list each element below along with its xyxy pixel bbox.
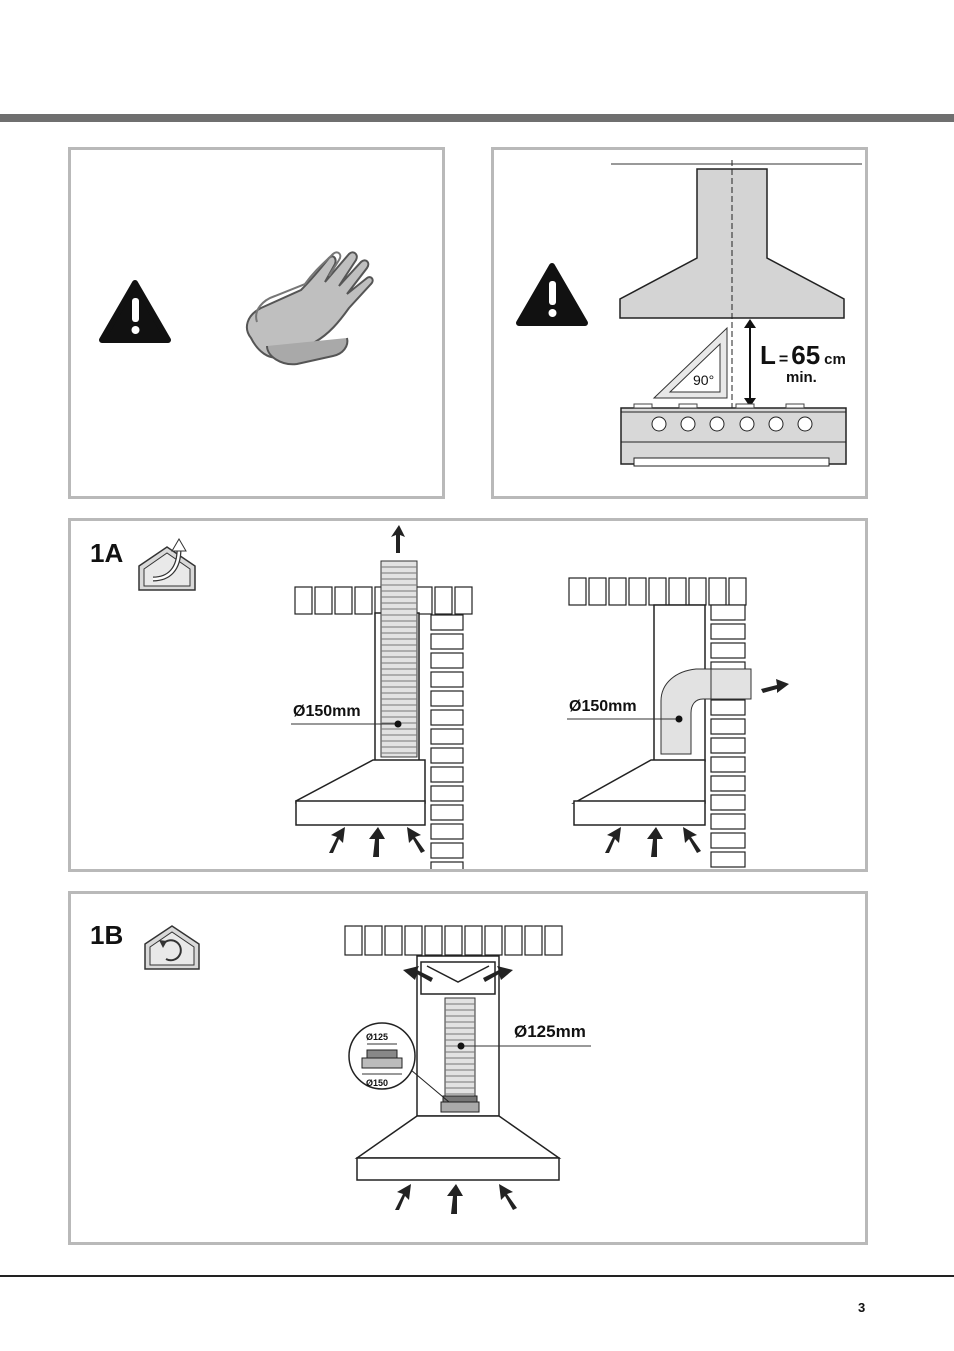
ceiling-bricks-right xyxy=(569,578,746,605)
brick xyxy=(415,587,432,614)
hood-right xyxy=(574,760,705,825)
brick xyxy=(545,926,562,955)
brick xyxy=(609,578,626,605)
brick xyxy=(709,578,726,605)
brick xyxy=(435,587,452,614)
brick xyxy=(465,926,482,955)
brick xyxy=(431,824,463,839)
brick xyxy=(445,926,462,955)
intake-arrows-right xyxy=(605,827,701,857)
wall-bricks-right xyxy=(711,605,745,867)
adapter xyxy=(441,1096,479,1112)
brick xyxy=(485,926,502,955)
brick xyxy=(711,700,745,715)
header-bar xyxy=(0,114,954,122)
brick xyxy=(295,587,312,614)
brick xyxy=(431,748,463,763)
brick xyxy=(425,926,442,955)
distance-note: min. xyxy=(786,369,817,386)
gloves-icon xyxy=(247,252,373,364)
distance-value: 65 xyxy=(791,340,820,370)
brick xyxy=(431,615,463,630)
brick xyxy=(345,926,362,955)
brick xyxy=(431,634,463,649)
brick xyxy=(505,926,522,955)
brick xyxy=(649,578,666,605)
adapter-bottom-label: Ø150 xyxy=(366,1078,388,1088)
brick xyxy=(431,843,463,858)
brick xyxy=(711,776,745,791)
brick xyxy=(455,587,472,614)
brick xyxy=(431,805,463,820)
warning-icon xyxy=(519,266,585,323)
panel-safety-gloves xyxy=(68,147,445,499)
hood-left xyxy=(296,760,425,825)
brick xyxy=(365,926,382,955)
ceiling-bricks xyxy=(345,926,562,955)
brick xyxy=(711,738,745,753)
brick xyxy=(405,926,422,955)
cooker xyxy=(621,404,846,466)
diameter-label-left: Ø150mm xyxy=(293,703,361,721)
brick xyxy=(385,926,402,955)
intake-arrows xyxy=(395,1184,517,1214)
wall-bricks-left xyxy=(431,615,463,869)
page-number: 3 xyxy=(858,1300,865,1315)
brick xyxy=(711,719,745,734)
brick xyxy=(711,624,745,639)
brick xyxy=(431,710,463,725)
brick xyxy=(711,605,745,620)
brick xyxy=(569,578,586,605)
panel-1a-ducted: 1A xyxy=(68,518,868,872)
brick xyxy=(629,578,646,605)
brick xyxy=(669,578,686,605)
distance-arrow xyxy=(744,319,756,407)
house-recirculation-icon xyxy=(145,926,199,969)
brick xyxy=(431,653,463,668)
diameter-label-right: Ø150mm xyxy=(569,698,637,716)
brick xyxy=(689,578,706,605)
adapter-top-label: Ø125 xyxy=(366,1032,388,1042)
hood xyxy=(357,1116,559,1180)
brick xyxy=(355,587,372,614)
distance-letter: L xyxy=(760,340,776,370)
intake-arrows-left xyxy=(329,827,425,857)
brick xyxy=(711,757,745,772)
brick xyxy=(431,691,463,706)
house-exhaust-icon xyxy=(139,539,195,590)
duct-left xyxy=(381,561,417,757)
brick xyxy=(431,862,463,869)
brick xyxy=(711,643,745,658)
brick xyxy=(335,587,352,614)
brick xyxy=(431,767,463,782)
brick xyxy=(431,729,463,744)
outlet-arrow-up xyxy=(391,525,405,553)
panel-1b-recirculating: 1B xyxy=(68,891,868,1245)
brick xyxy=(589,578,606,605)
distance-eq: = xyxy=(779,351,788,368)
brick xyxy=(711,852,745,867)
distance-unit: cm xyxy=(824,351,846,368)
brick xyxy=(711,814,745,829)
angle-label: 90° xyxy=(693,372,714,388)
warning-icon xyxy=(102,283,168,340)
brick xyxy=(431,786,463,801)
brick xyxy=(315,587,332,614)
diameter-label: Ø125mm xyxy=(514,1022,586,1042)
footer-rule xyxy=(0,1275,954,1277)
outlet-arrow-right xyxy=(761,679,789,693)
brick xyxy=(711,833,745,848)
brick xyxy=(711,795,745,810)
set-square xyxy=(654,328,727,398)
brick xyxy=(525,926,542,955)
brick xyxy=(431,672,463,687)
brick xyxy=(729,578,746,605)
